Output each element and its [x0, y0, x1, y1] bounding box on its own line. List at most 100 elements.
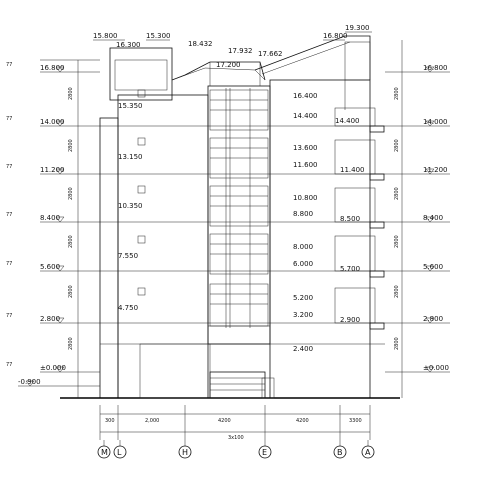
dim-r-1: 2800 [394, 87, 400, 100]
left-level-mark: 77 [6, 362, 12, 368]
core-label-10: 3.200 [293, 311, 313, 319]
axis-bubbles: M L H E B A [97, 440, 375, 459]
dim-storey-3: 2800 [68, 187, 74, 200]
balcony-level-labels: 14.400 11.400 8.500 5.700 2.900 [335, 117, 365, 324]
left-level-value: 2.800 [40, 315, 60, 323]
left-level-value: -0.900 [18, 378, 41, 386]
core-label-3: 13.600 [293, 144, 318, 152]
dim-storey-2: 2800 [68, 139, 74, 152]
left-level-triangle [25, 380, 35, 387]
axis-label-e: E [262, 448, 267, 457]
dim-storey-6: 2800 [68, 337, 74, 350]
left-level-triangle [55, 317, 65, 324]
right-level-triangle [425, 168, 435, 175]
window-symbols [137, 89, 146, 296]
floor-lines [100, 125, 385, 345]
roof-label-i: 19.300 [345, 24, 370, 32]
left-level-value: 16.800 [40, 64, 65, 72]
left-level-triangle [55, 265, 65, 272]
dim-bottom-3: 4200 [218, 418, 231, 424]
bottom-dimensions: 300 2,000 4200 4200 3300 3x100 [99, 405, 371, 441]
win-label-1: 15.350 [118, 102, 143, 110]
dim-bottom-1: 300 [105, 418, 115, 424]
core-level-labels: 16.400 14.400 13.600 11.600 10.800 8.800… [293, 92, 318, 353]
right-level-value: 16.800 [423, 64, 448, 72]
dim-bottom-total: 3x100 [228, 435, 244, 441]
dim-storey-4: 2800 [68, 235, 74, 248]
roof [171, 35, 371, 110]
roof-label-h: 16.800 [323, 32, 348, 40]
core-label-11: 2.400 [293, 345, 313, 353]
dim-r-5: 2800 [394, 285, 400, 298]
win-label-3: 10.350 [118, 202, 143, 210]
axis-label-b: B [337, 448, 343, 457]
core-label-1: 16.400 [293, 92, 318, 100]
window-level-labels: 15.350 13.150 10.350 7.550 4.750 [118, 102, 143, 312]
left-level-triangle [55, 120, 65, 127]
roof-label-g: 17.200 [216, 61, 241, 69]
axis-label-h: H [182, 448, 188, 457]
core-label-6: 8.800 [293, 210, 313, 218]
axis-label-l: L [117, 448, 122, 457]
dim-bottom-5: 3300 [349, 418, 362, 424]
balcony-label-1: 14.400 [335, 117, 360, 125]
core-label-2: 14.400 [293, 112, 318, 120]
balconies [334, 107, 385, 330]
right-level-value: 14.000 [423, 118, 448, 126]
left-level-mark: 77 [6, 261, 12, 267]
left-level-mark: 77 [6, 313, 12, 319]
win-label-5: 4.750 [118, 304, 138, 312]
dim-storey-5: 2800 [68, 285, 74, 298]
right-level-value: 11.200 [423, 166, 448, 174]
roof-labels: 15.800 16.300 15.300 18.432 17.932 17.66… [93, 24, 372, 69]
left-level-mark: 77 [6, 164, 12, 170]
core-label-4: 11.600 [293, 161, 318, 169]
left-level-value: 14.000 [40, 118, 65, 126]
right-level-triangle [425, 120, 435, 127]
balcony-label-5: 2.900 [340, 316, 360, 324]
dim-r-2: 2800 [394, 139, 400, 152]
left-level-triangle [55, 66, 65, 73]
left-level-value: 8.400 [40, 214, 60, 222]
roof-label-b: 16.300 [116, 41, 141, 49]
dim-bottom-4: 4200 [296, 418, 309, 424]
dim-r-4: 2800 [394, 235, 400, 248]
axis-label-a: A [365, 448, 371, 457]
balcony-label-2: 11.400 [340, 166, 365, 174]
right-level-triangle [425, 265, 435, 272]
roof-label-e: 17.932 [228, 47, 253, 55]
balcony-label-3: 8.500 [340, 215, 360, 223]
left-level-value: ±0.000 [40, 364, 66, 372]
left-level-mark: 77 [6, 62, 12, 68]
left-level-mark: 77 [6, 116, 12, 122]
balcony-label-4: 5.700 [340, 265, 360, 273]
right-level-triangle [425, 216, 435, 223]
roof-label-d: 18.432 [188, 40, 213, 48]
win-label-4: 7.550 [118, 252, 138, 260]
right-level-value: ±0.000 [423, 364, 449, 372]
core-label-7: 8.000 [293, 243, 313, 251]
roof-label-c: 15.300 [146, 32, 171, 40]
roof-label-f: 17.662 [258, 50, 283, 58]
win-label-2: 13.150 [118, 153, 143, 161]
left-level-column: 77 16.800 77 14.000 77 11.200 77 8.400 77 5.600 77… [6, 59, 100, 398]
roof-label-a: 15.800 [93, 32, 118, 40]
core-label-5: 10.800 [293, 194, 318, 202]
left-level-mark: 77 [6, 212, 12, 218]
core-label-8: 6.000 [293, 260, 313, 268]
dim-r-3: 2800 [394, 187, 400, 200]
dim-bottom-2: 2,000 [145, 418, 159, 424]
left-level-value: 11.200 [40, 166, 65, 174]
building-outline [60, 47, 400, 399]
left-level-triangle [55, 168, 65, 175]
dim-storey-1: 2800 [68, 87, 74, 100]
left-level-value: 5.600 [40, 263, 60, 271]
core-windows [207, 88, 271, 345]
right-level-column: 16.80014.00011.2008.4005.6002.800±0.000 … [385, 40, 450, 398]
right-level-triangle [425, 317, 435, 324]
left-level-triangle [55, 216, 65, 223]
right-level-triangle [425, 366, 435, 373]
core-label-9: 5.200 [293, 294, 313, 302]
